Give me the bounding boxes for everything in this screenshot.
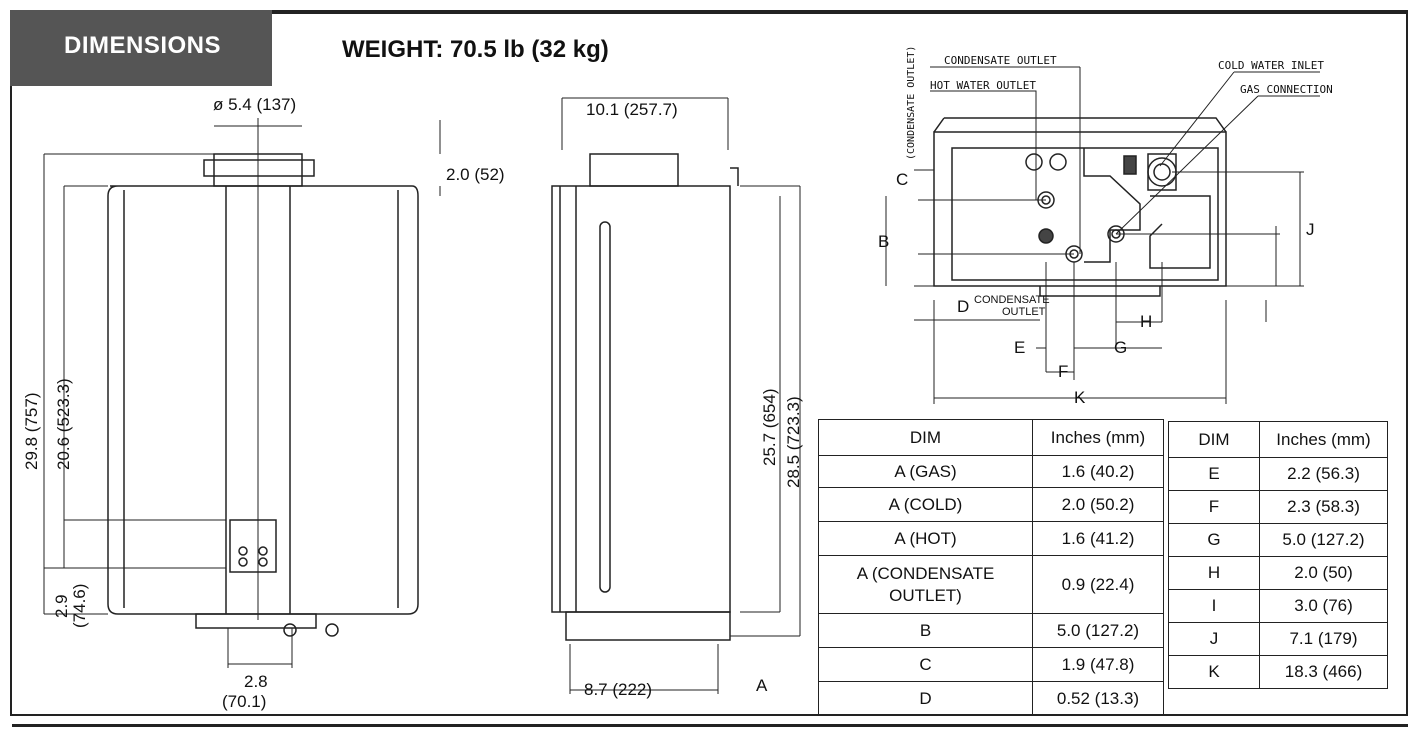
bottom-view-drawing [885, 66, 1320, 404]
table-row-value: 0.9 (22.4) [1032, 555, 1164, 614]
table-row-dim: A (GAS) [818, 455, 1033, 488]
dim-d-caption-2: OUTLET [1002, 306, 1046, 318]
table-row-dim: F [1168, 490, 1260, 524]
table-row-value: 5.0 (127.2) [1259, 523, 1388, 557]
table-row-dim: H [1168, 556, 1260, 590]
weight-label: WEIGHT: 70.5 lb (32 kg) [342, 36, 609, 63]
table-row-value: 0.52 (13.3) [1032, 681, 1164, 716]
condensate-outlet-label: CONDENSATE OUTLET [944, 54, 1057, 67]
table-row-value: 1.6 (40.2) [1032, 455, 1164, 488]
dim-c-label: C [896, 170, 909, 189]
table-row-value: 7.1 (179) [1259, 622, 1388, 656]
table-left-header-dim: DIM [818, 419, 1033, 456]
dim-d-label: D [957, 297, 970, 316]
table-row-dim: K [1168, 655, 1260, 689]
table-row-dim: A (CONDENSATE OUTLET) [818, 555, 1033, 614]
dim-d-caption-1: CONDENSATE [974, 294, 1050, 306]
vent-height-label: 2.0 (52) [446, 165, 505, 184]
table-row-value: 3.0 (76) [1259, 589, 1388, 623]
table-right-header-dim: DIM [1168, 421, 1260, 458]
bottom-width-label-a: 2.8 [244, 672, 268, 691]
table-right-header-inches: Inches (mm) [1259, 421, 1388, 458]
side-view-drawing [551, 97, 801, 694]
side-bottom-depth-label: 8.7 (222) [584, 680, 653, 699]
header-band [10, 10, 272, 86]
page-frame [10, 10, 1408, 716]
side-height-inner-label: 25.7 (654) [760, 388, 779, 467]
table-row-value: 5.0 (127.2) [1032, 613, 1164, 648]
table-row-value: 1.9 (47.8) [1032, 647, 1164, 682]
vent-diameter-label: ø 5.4 (137) [213, 95, 297, 114]
bottom-offset-label-b: (74.6) [70, 583, 89, 628]
dim-j-label: J [1306, 220, 1315, 239]
bottom-offset-label-a: 2.9 [52, 594, 71, 618]
table-row-dim: G [1168, 523, 1260, 557]
front-view-drawing [43, 118, 441, 668]
cold-water-inlet-label: COLD WATER INLET [1218, 59, 1324, 72]
table-row-dim: A (COLD) [818, 487, 1033, 522]
table-row-dim: I [1168, 589, 1260, 623]
table-row-value: 2.0 (50.2) [1032, 487, 1164, 522]
body-height-label: 20.6 (523.3) [54, 378, 73, 470]
table-row-value: 2.0 (50) [1259, 556, 1388, 590]
dim-g-label: G [1114, 338, 1128, 357]
dim-e-label: E [1014, 338, 1026, 357]
side-height-outer-label: 28.5 (723.3) [784, 396, 803, 488]
table-row-dim: B [818, 613, 1033, 648]
overall-height-label: 29.8 (757) [22, 392, 41, 471]
side-top-depth-label: 10.1 (257.7) [586, 100, 678, 119]
table-row-dim: C [818, 647, 1033, 682]
condensate-outlet-side-label: (CONDENSATE OUTLET) [906, 45, 917, 160]
dim-a-label: A [756, 676, 768, 695]
table-row-value: 1.6 (41.2) [1032, 521, 1164, 556]
table-row-dim: D [818, 681, 1033, 716]
bottom-width-label-b: (70.1) [222, 692, 267, 711]
table-row-value: 18.3 (466) [1259, 655, 1388, 689]
dim-k-label: K [1074, 388, 1086, 407]
hot-water-outlet-label: HOT WATER OUTLET [930, 79, 1036, 92]
gas-connection-label: GAS CONNECTION [1240, 83, 1333, 96]
dim-f-label: F [1058, 362, 1069, 381]
dimensions-table-left: DIM Inches (mm) A (GAS)1.6 (40.2) A (COL… [818, 419, 1164, 716]
dim-b-label: B [878, 232, 890, 251]
table-row-dim: J [1168, 622, 1260, 656]
bottom-rule [12, 724, 1408, 727]
table-left-header-inches: Inches (mm) [1032, 419, 1164, 456]
table-row-value: 2.3 (58.3) [1259, 490, 1388, 524]
table-row-dim: A (HOT) [818, 521, 1033, 556]
table-row-value: 2.2 (56.3) [1259, 457, 1388, 491]
table-row-dim: E [1168, 457, 1260, 491]
dim-h-label: H [1140, 312, 1153, 331]
section-title: DIMENSIONS [64, 32, 222, 59]
